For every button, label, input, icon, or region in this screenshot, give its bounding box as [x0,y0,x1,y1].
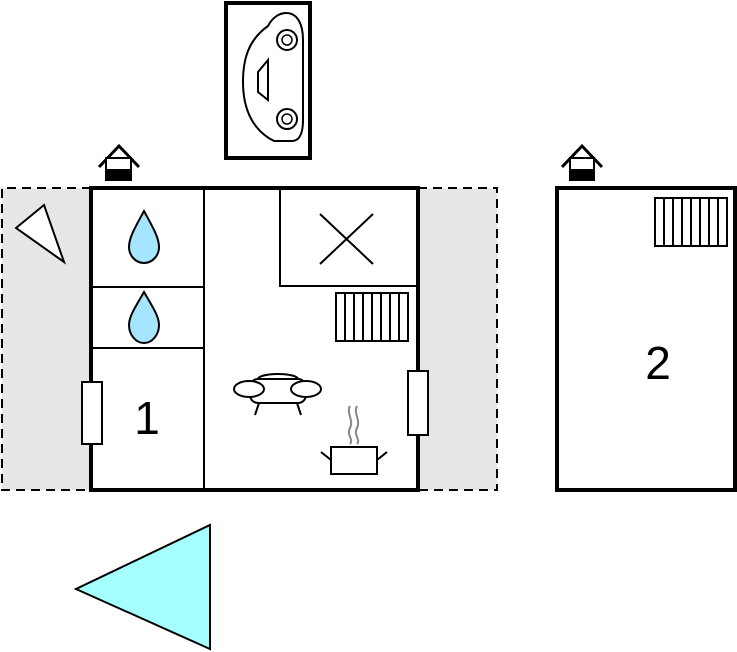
room-number-2: 2 [645,337,671,389]
water-drop-icon [127,208,161,265]
compass-arrow-icon [14,203,66,265]
radiator-icon [407,370,429,436]
bed-cross-icon [319,213,374,265]
terrace-right [418,187,498,491]
sun-direction-icon [73,523,211,651]
room-number-1: 1 [134,392,160,444]
water-drop-icon [127,289,161,345]
entrance-house-icon [560,143,604,181]
radiator-icon [81,381,103,445]
cooking-pot-icon [320,405,388,475]
car-icon [224,1,312,160]
stairs-icon [335,292,409,342]
stairs-icon [654,197,728,247]
entrance-house-icon [97,143,141,181]
sofa-icon [233,373,322,416]
